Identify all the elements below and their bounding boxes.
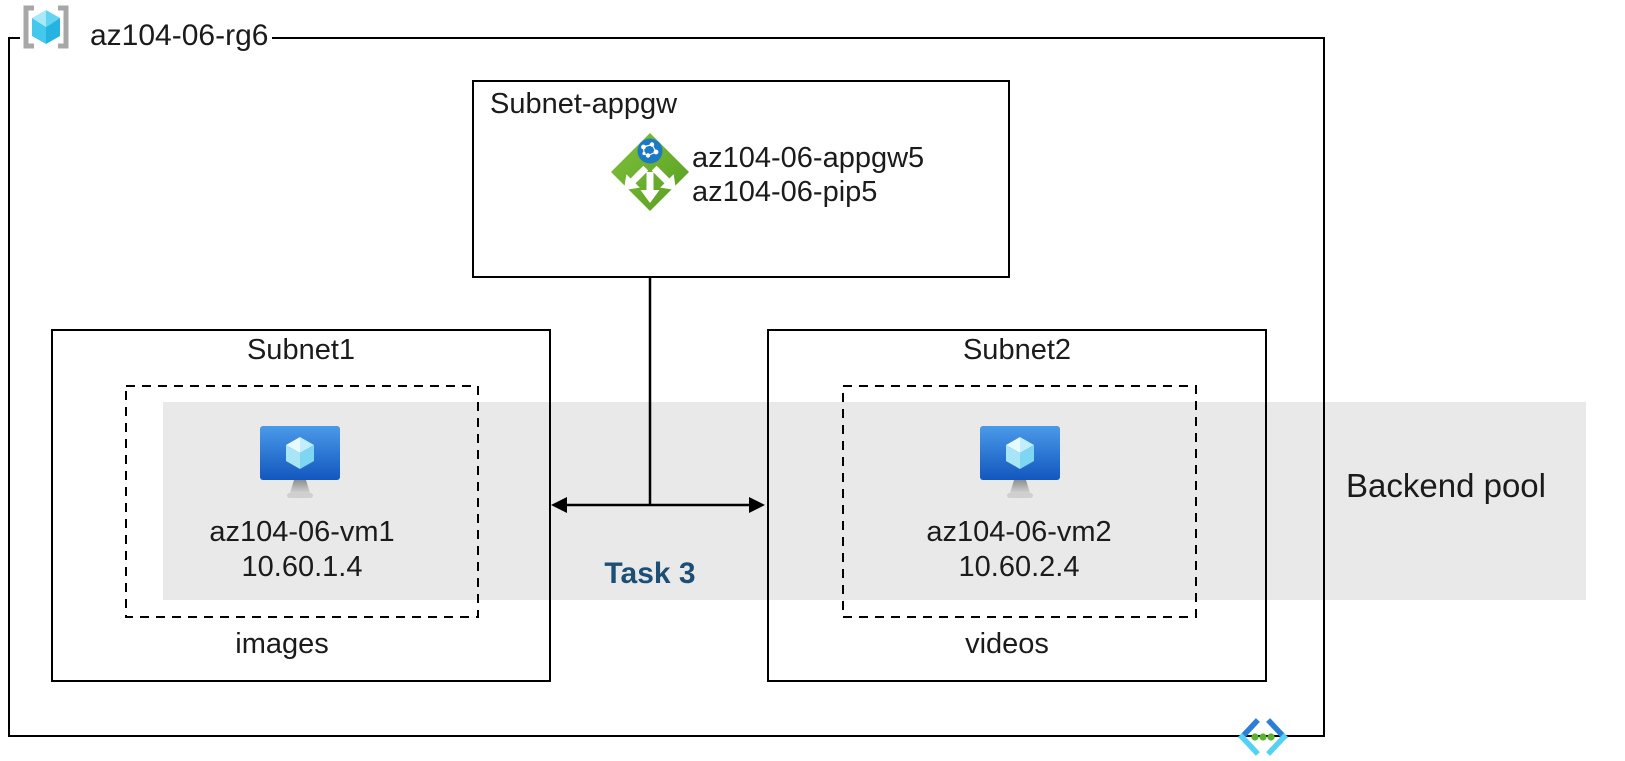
- subnet1-caption: images: [235, 628, 329, 660]
- virtual-machine-icon: [260, 426, 340, 498]
- backend-pool-label: Backend pool: [1346, 467, 1546, 504]
- subnet1-box: [51, 329, 551, 682]
- appgw-subnet-box: [472, 80, 1010, 278]
- appgw-resource-labels: az104-06-appgw5 az104-06-pip5: [692, 141, 924, 209]
- vm1-labels: az104-06-vm1 10.60.1.4: [125, 515, 479, 585]
- subnet2-caption: videos: [965, 628, 1049, 660]
- vm2-ip-label: 10.60.2.4: [958, 551, 1080, 583]
- application-gateway-icon: [611, 133, 689, 211]
- appgw-pip-label: az104-06-pip5: [692, 176, 878, 208]
- task-label: Task 3: [604, 557, 696, 590]
- resource-group-box: [8, 37, 1325, 737]
- virtual-network-icon: [1238, 718, 1288, 756]
- resource-group-label: az104-06-rg6: [90, 19, 269, 52]
- virtual-machine-icon: [980, 426, 1060, 498]
- subnet2-box: [767, 329, 1267, 682]
- appgw-name-label: az104-06-appgw5: [692, 142, 925, 174]
- subnet2-label: Subnet2: [962, 334, 1072, 366]
- vm2-name-label: az104-06-vm2: [926, 516, 1112, 548]
- appgw-subnet-label: Subnet-appgw: [490, 88, 678, 120]
- vm1-name-label: az104-06-vm1: [209, 516, 395, 548]
- vm2-labels: az104-06-vm2 10.60.2.4: [842, 515, 1196, 585]
- vm1-ip-label: 10.60.1.4: [241, 551, 363, 583]
- resource-group-icon: [23, 5, 69, 49]
- subnet1-label: Subnet1: [246, 334, 356, 366]
